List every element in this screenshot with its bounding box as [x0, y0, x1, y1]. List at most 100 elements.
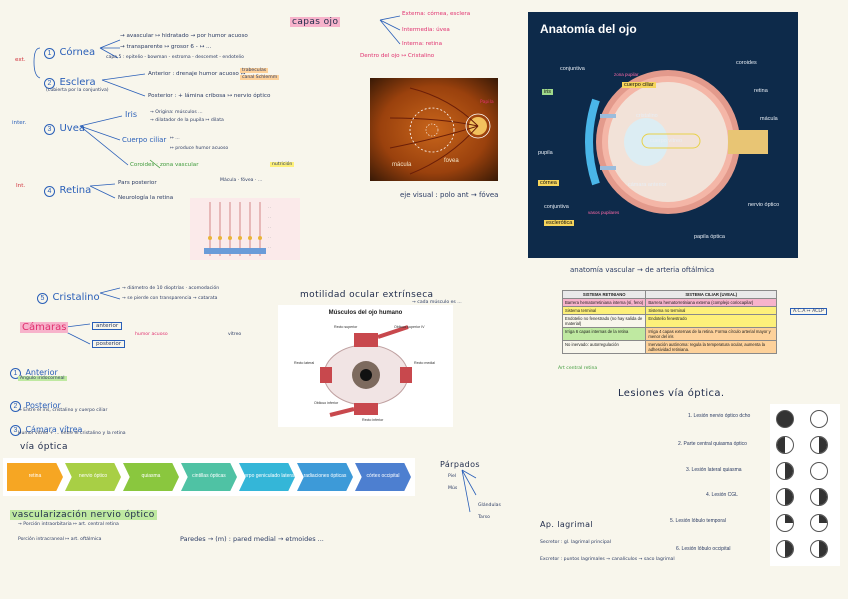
- parpados-tarso: Tarso: [478, 515, 490, 520]
- via-optica-step: cintillas ópticas: [181, 463, 237, 491]
- table-cell: No inervado: autorregulación: [561, 340, 647, 354]
- esclera-sub: (cubierta por la conjuntiva): [46, 88, 109, 93]
- fundus-macula-label: mácula: [392, 162, 412, 168]
- vascular-art-central: Art central retina: [558, 366, 598, 371]
- muscles-drawing: [320, 325, 412, 417]
- retina-title: 4 Retina: [44, 180, 91, 198]
- label-retina: retina: [754, 88, 768, 94]
- field-circle: [776, 514, 794, 532]
- field-circle: [810, 436, 828, 454]
- esclera-tag-1: trabeculas: [240, 68, 269, 74]
- cornea-number: 1: [44, 48, 55, 59]
- svg-text:- -: - -: [268, 205, 271, 209]
- ap-lagrimal-heading: Ap. lagrimal: [540, 520, 594, 529]
- vascular-table-header: SISTEMA RETINIANO SISTEMA CILIAR (UVEAL): [561, 290, 777, 299]
- label-pupila: pupila: [538, 150, 553, 156]
- uvea-number: 3: [44, 124, 55, 135]
- anatomy-title: Anatomía del ojo: [540, 22, 637, 36]
- cuerpo-line-1: ↦ ...: [170, 136, 180, 141]
- motilidad-heading: motilidad ocular extrínseca: [300, 290, 434, 300]
- muscle-label-oblicuo-inferior: Oblicuo inferior: [314, 401, 339, 405]
- table-cell: Sistema terminal: [561, 306, 647, 315]
- table-row: Endotelio no fenestrado (no hay salida d…: [561, 314, 777, 328]
- via-optica-step: radiaciones ópticas: [297, 463, 353, 491]
- histology-drawing: - -- -- - - -- -: [190, 198, 300, 260]
- camaras-heading: Cámaras: [20, 322, 69, 333]
- cornea-title: 1 Córnea: [44, 42, 95, 60]
- parpados-mus: Mús: [448, 486, 458, 491]
- via-optica-heading: vía óptica: [20, 442, 68, 452]
- parpados-glandulas: Glándulas: [478, 503, 501, 508]
- capa-externa: Externa: córnea, esclera: [402, 11, 471, 17]
- label-macula: mácula: [760, 116, 778, 122]
- posterior-heading: Posterior: [25, 401, 61, 410]
- label-iris: iris: [542, 89, 554, 95]
- field-circle: [810, 488, 828, 506]
- muscles-figure: Músculos del ojo humano Recto superior O…: [278, 305, 453, 427]
- field-circle: [810, 540, 828, 558]
- svg-text:- -: - -: [268, 245, 271, 249]
- label-conjuntiva-top: conjuntiva: [560, 66, 585, 72]
- iris-line-1: → Origina: músculos ...: [150, 110, 203, 115]
- esclera-title: 2 Esclera: [44, 72, 96, 90]
- lesion-item-3: 3. Lesión lateral quiasma: [686, 467, 742, 473]
- ap-lagrimal-excretor: Excretor : puntos lagrimales → canalícul…: [540, 557, 675, 562]
- capas-heading: capas ojo: [290, 17, 341, 27]
- eye-cross-section: [585, 70, 768, 214]
- ext-label: ext.: [15, 57, 26, 63]
- vitrea-line: Humor vítreo + ... entre el cristalino y…: [18, 431, 126, 436]
- table-cell: Endotelio no fenestrado (no hay salida d…: [561, 314, 647, 328]
- label-conjuntiva-bottom: conjuntiva: [544, 204, 569, 210]
- papila-label: Papila: [480, 100, 494, 105]
- svg-text:- -: - -: [268, 215, 271, 219]
- esclera-line-2: Posterior : + lámina cribosa ↦ nervio óp…: [148, 93, 271, 99]
- muscle-label-recto-inferior: Recto inferior: [362, 418, 384, 422]
- label-papila-optica: papila óptica: [694, 234, 725, 240]
- esclera-heading: Esclera: [59, 77, 96, 88]
- field-circle: [810, 514, 828, 532]
- motilidad-note: → cada músculo es ...: [412, 300, 462, 305]
- cristalino-number: 5: [37, 293, 48, 304]
- label-coroides: coroides: [736, 60, 757, 66]
- cuerpo-line-2: ↦ produce humor acuoso: [170, 146, 229, 151]
- coroides-line: Coroides : zona vascular: [130, 162, 199, 168]
- field-circle: [776, 462, 794, 480]
- retina-line-a: Pars posterior: [118, 180, 157, 186]
- paredes-line: Paredes → (m) : pared medial → etmoides …: [180, 535, 324, 543]
- label-nervio-optico: nervio óptico: [748, 202, 780, 208]
- cornea-line-2: → transparente ↦ grosor 6 - ↦ ...: [120, 44, 212, 50]
- vascularizacion-heading: vascularización nervio óptico: [10, 510, 157, 520]
- lesiones-heading: Lesiones vía óptica.: [618, 388, 725, 399]
- via-optica-step: cuerpo geniculado lateral: [239, 463, 295, 491]
- vascularizacion-line-1: → Porción intraorbitaria ↦ art. central …: [18, 522, 119, 527]
- inter-label: inter.: [12, 120, 27, 126]
- via-optica-step: quiasma: [123, 463, 179, 491]
- cristalino-title: 5 Cristalino: [37, 287, 100, 305]
- pink-note-1: zona pupilar: [614, 72, 639, 77]
- label-cornea: córnea: [538, 180, 559, 186]
- anterior-title: 1 Anterior: [10, 362, 58, 380]
- capa-intermedia: Intermedia: úvea: [402, 27, 450, 33]
- muscle-label-oblicuo-superior: Oblicuo superior IV: [394, 325, 425, 329]
- vitrea-number: 3: [10, 425, 21, 436]
- vascular-side-note: A.C.A ↦ ACLP: [790, 308, 827, 316]
- cornea-line-1: → avascular ↦ hidratado → por humor acuo…: [120, 33, 248, 39]
- table-row: Irriga 6 capas internas de la retina Irr…: [561, 327, 777, 341]
- lesion-item-5: 5. Lesión lóbulo temporal: [670, 518, 726, 524]
- table-cell: Endotelio fenestrado: [645, 314, 777, 328]
- parpados-heading: Párpados: [440, 460, 480, 469]
- camaras-title: Cámaras: [20, 322, 69, 333]
- capas-title: capas ojo: [290, 17, 341, 27]
- vascularizacion-title: vascularización nervio óptico: [10, 510, 157, 520]
- muscle-label-recto-superior: Recto superior: [334, 325, 358, 329]
- lesion-item-4: 4. Lesión CGL: [706, 492, 738, 498]
- via-optica-step: retina: [7, 463, 63, 491]
- cristalino-line-1: → diámetro de 10 dioptrías · acomodación: [122, 286, 220, 291]
- cristalino-heading: Cristalino: [52, 292, 100, 303]
- table-row: Sistema terminal Sistema no terminal: [561, 306, 777, 315]
- vascularizacion-line-2: Porción intracraneal ↦ art. oftálmica: [18, 537, 102, 542]
- coroides-tag: nutrición: [270, 162, 295, 168]
- camara-posterior-box: posterior: [92, 340, 126, 349]
- esclera-tag-2: canal Schlemm: [240, 75, 280, 81]
